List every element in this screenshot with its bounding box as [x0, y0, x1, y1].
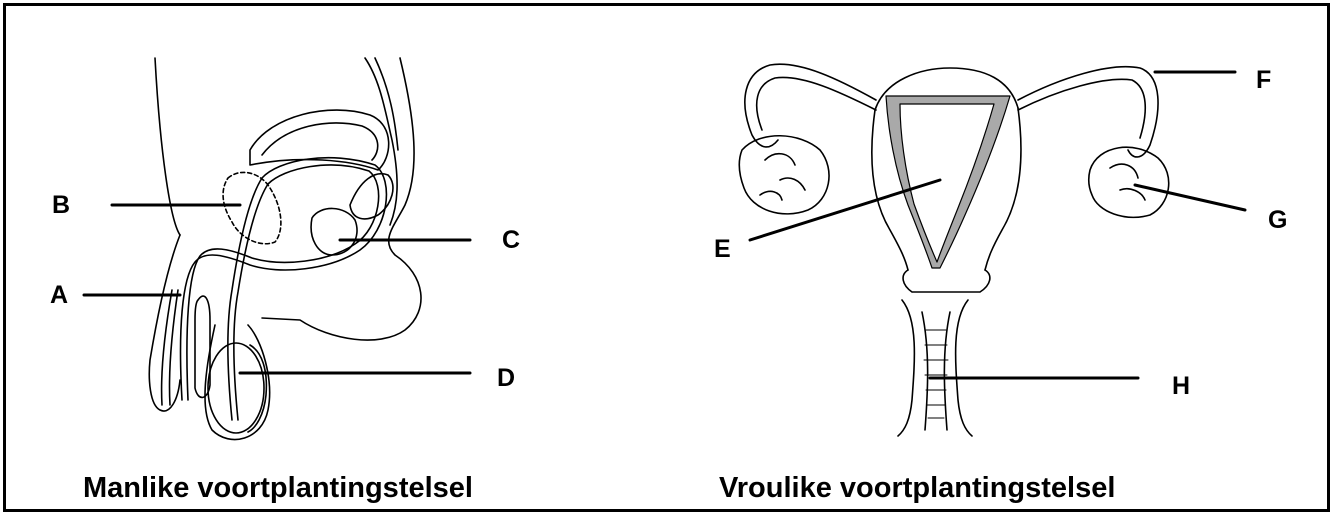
- vagina-outer-left: [898, 300, 914, 436]
- male-back-outline: [262, 58, 421, 340]
- pubic-bone: [223, 172, 281, 243]
- bladder-outline: [250, 110, 389, 170]
- male-caption: Manlike voortplantingstelsel: [83, 474, 473, 503]
- label-h: H: [1172, 374, 1190, 399]
- label-b: B: [52, 193, 70, 218]
- fallopian-tube-right-inner: [1018, 79, 1145, 138]
- ovary-right-detail: [1110, 164, 1145, 200]
- fallopian-tube-right-outer: [1018, 67, 1158, 157]
- vagina-outer-right: [956, 300, 972, 436]
- ovary-left: [739, 136, 829, 214]
- fallopian-tube-left-outer: [745, 64, 876, 147]
- female-reproductive-system-drawing: [739, 64, 1169, 436]
- rectum-outline: [365, 58, 397, 225]
- label-a: A: [50, 283, 68, 308]
- male-reproductive-system-drawing: [149, 58, 421, 440]
- rectum-inner: [375, 58, 398, 150]
- label-g: G: [1268, 208, 1287, 233]
- leader-line-g: [1135, 185, 1245, 210]
- vas-deferens-outer: [181, 158, 387, 420]
- bladder-inner: [262, 123, 378, 160]
- prostate-gland: [311, 208, 357, 255]
- label-c: C: [502, 228, 520, 253]
- female-caption: Vroulike voortplantingstelsel: [719, 474, 1115, 503]
- ovary-left-detail: [760, 154, 805, 200]
- scrotum-outline: [205, 325, 270, 440]
- penis-urethra: [162, 290, 178, 405]
- leader-lines: [84, 72, 1245, 378]
- penis-outline: [149, 235, 180, 411]
- cervix-outline: [903, 270, 990, 292]
- label-e: E: [714, 237, 731, 262]
- label-d: D: [497, 366, 515, 391]
- fallopian-tube-left-inner: [757, 77, 876, 130]
- ovary-right: [1089, 147, 1169, 217]
- label-f: F: [1256, 68, 1271, 93]
- male-body-outline: [155, 58, 180, 235]
